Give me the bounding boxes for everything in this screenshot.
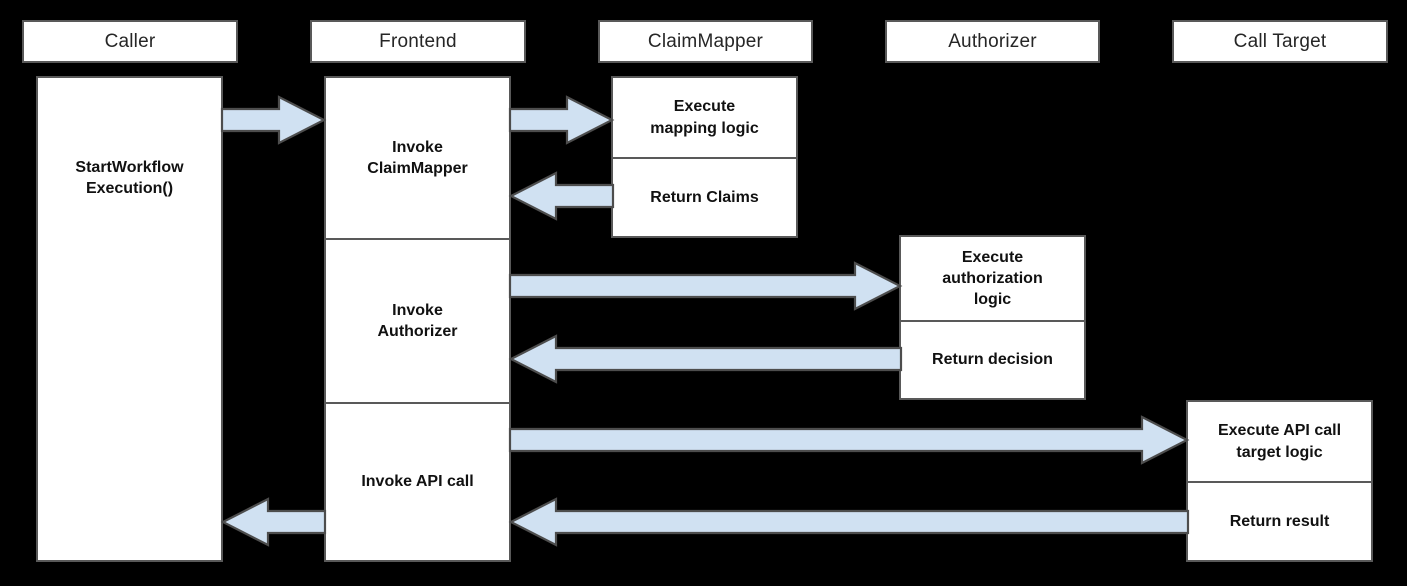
activation-claimmapper-return-claims: Return Claims	[613, 157, 796, 236]
activation-calltarget-return-result: Return result	[1188, 481, 1371, 560]
lane-header-caller-label: Caller	[104, 30, 156, 52]
activation-claimmapper-return-claims-label: Return Claims	[650, 188, 759, 206]
lifeline-frontend: Invoke ClaimMapper Invoke Authorizer Inv…	[324, 76, 511, 562]
activation-claimmapper-execute-mapping-logic-label: Execute mapping logic	[650, 98, 759, 137]
lifeline-claimmapper: Execute mapping logic Return Claims	[611, 76, 798, 238]
message-arrow-frontend-to-calltarget	[508, 415, 1190, 465]
activation-calltarget-execute-api-call-target-logic: Execute API call target logic	[1188, 402, 1371, 481]
message-arrow-frontend-to-authorizer	[508, 261, 903, 311]
message-arrow-frontend-to-caller	[220, 497, 327, 547]
activation-calltarget-execute-api-call-target-logic-label: Execute API call target logic	[1217, 422, 1342, 461]
lifeline-authorizer: Execute authorization logic Return decis…	[899, 235, 1086, 400]
activation-caller-startworkflow-label: StartWorkflow Execution()	[75, 158, 184, 197]
lane-header-calltarget: Call Target	[1172, 20, 1388, 63]
lane-header-caller: Caller	[22, 20, 238, 63]
lifeline-calltarget: Execute API call target logic Return res…	[1186, 400, 1373, 562]
activation-caller-startworkflow: StartWorkflow Execution()	[38, 78, 221, 278]
lane-header-frontend-label: Frontend	[379, 30, 457, 52]
activation-frontend-invoke-authorizer: Invoke Authorizer	[326, 238, 509, 402]
activation-authorizer-execute-authorization-logic-label: Execute authorization logic	[942, 248, 1043, 309]
lane-header-authorizer-label: Authorizer	[948, 30, 1037, 52]
activation-frontend-invoke-authorizer-label: Invoke Authorizer	[377, 301, 458, 340]
activation-claimmapper-execute-mapping-logic: Execute mapping logic	[613, 78, 796, 157]
activation-frontend-invoke-claimmapper-label: Invoke ClaimMapper	[367, 138, 468, 177]
lane-header-claimmapper: ClaimMapper	[598, 20, 813, 63]
activation-authorizer-execute-authorization-logic: Execute authorization logic	[901, 237, 1084, 320]
lifeline-caller: StartWorkflow Execution()	[36, 76, 223, 562]
activation-frontend-invoke-claimmapper: Invoke ClaimMapper	[326, 78, 509, 238]
activation-frontend-invoke-api-call: Invoke API call	[326, 402, 509, 560]
activation-calltarget-return-result-label: Return result	[1229, 512, 1330, 530]
message-arrow-authorizer-to-frontend	[508, 334, 903, 384]
lane-header-claimmapper-label: ClaimMapper	[647, 30, 764, 52]
message-arrow-claimmapper-to-frontend	[508, 171, 615, 221]
lane-header-frontend: Frontend	[310, 20, 526, 63]
activation-authorizer-return-decision: Return decision	[901, 320, 1084, 398]
message-arrow-caller-to-frontend	[220, 95, 327, 145]
activation-frontend-invoke-api-call-label: Invoke API call	[361, 473, 474, 491]
message-arrow-calltarget-to-frontend	[508, 497, 1190, 547]
lane-header-authorizer: Authorizer	[885, 20, 1100, 63]
message-arrow-frontend-to-claimmapper	[508, 95, 615, 145]
activation-authorizer-return-decision-label: Return decision	[932, 351, 1053, 369]
lane-header-calltarget-label: Call Target	[1233, 30, 1327, 52]
